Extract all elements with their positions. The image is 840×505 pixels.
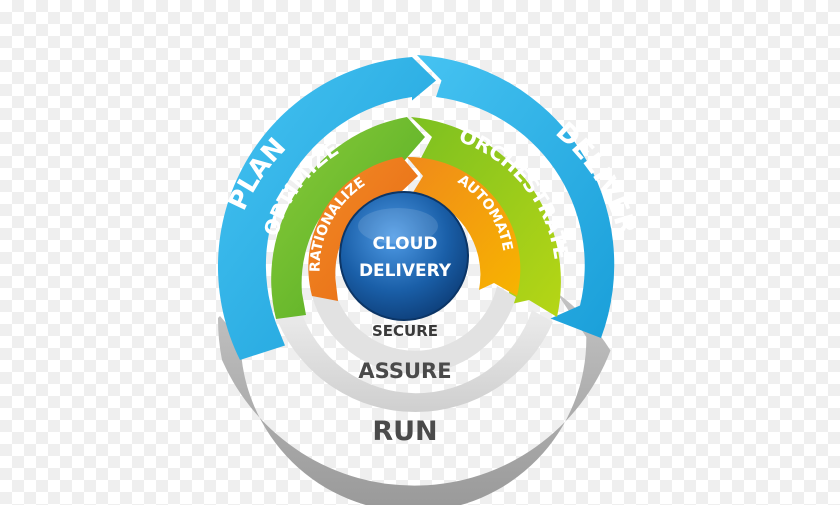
ring-outer-deliver <box>417 55 615 338</box>
label-assure: ASSURE <box>358 359 451 383</box>
ring-inner-automate <box>407 156 521 296</box>
center-label-line2: DELIVERY <box>359 261 452 281</box>
center-highlight <box>358 208 438 244</box>
label-secure: SECURE <box>372 322 438 340</box>
label-run: RUN <box>372 416 437 447</box>
center-label-line1: CLOUD <box>372 234 437 254</box>
ring-inner-secure <box>312 284 516 374</box>
ring-middle-assure <box>276 308 553 413</box>
ring-outer-plan <box>217 57 436 360</box>
center-circle <box>339 191 469 321</box>
ring-middle-optimize <box>271 117 425 319</box>
